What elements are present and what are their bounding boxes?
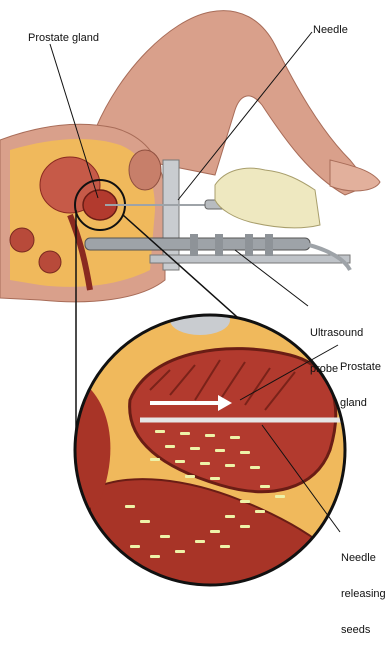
seed-21 <box>240 525 250 528</box>
seed-20 <box>225 515 235 518</box>
seed-8 <box>240 451 250 454</box>
seed-12 <box>225 464 235 467</box>
label-needle: Needle <box>313 24 348 36</box>
seed-19 <box>255 510 265 513</box>
scrotum <box>129 150 161 190</box>
label-prostate-zoom-line1: Prostate <box>340 361 381 373</box>
seed-30 <box>150 555 160 558</box>
label-needle-seeds-line2: releasing <box>341 588 386 600</box>
label-prostate-gland-top: Prostate gland <box>28 32 99 44</box>
seed-5 <box>165 445 175 448</box>
seed-14 <box>185 475 195 478</box>
seed-15 <box>210 477 220 480</box>
label-prostate-gland-zoom: Prostate gland <box>340 337 381 421</box>
label-prostate-zoom-line2: gland <box>340 397 381 409</box>
bowel-loop-2 <box>39 251 61 273</box>
seed-24 <box>220 545 230 548</box>
seed-7 <box>215 449 225 452</box>
seed-25 <box>175 550 185 553</box>
seed-17 <box>275 495 285 498</box>
label-needle-seeds-line3: seeds <box>341 624 386 636</box>
seed-2 <box>180 432 190 435</box>
bowel-loop-1 <box>10 228 34 252</box>
stepper-knob-1 <box>190 234 198 256</box>
seed-29 <box>130 545 140 548</box>
seed-13 <box>250 466 260 469</box>
label-needle-releasing-seeds: Needle releasing seeds <box>341 528 386 648</box>
seed-11 <box>200 462 210 465</box>
seed-9 <box>150 458 160 461</box>
stepper-knob-2 <box>215 234 223 256</box>
seed-28 <box>125 505 135 508</box>
seed-23 <box>195 540 205 543</box>
label-needle-seeds-line1: Needle <box>341 552 386 564</box>
gloved-hand <box>215 168 320 228</box>
seed-4 <box>230 436 240 439</box>
stepper-knob-3 <box>245 234 253 256</box>
seed-16 <box>260 485 270 488</box>
foot <box>330 160 380 191</box>
seed-26 <box>160 535 170 538</box>
brachytherapy-illustration <box>0 0 389 587</box>
seed-1 <box>155 430 165 433</box>
seed-22 <box>210 530 220 533</box>
stepper-knob-4 <box>265 234 273 256</box>
seed-3 <box>205 434 215 437</box>
seed-18 <box>240 500 250 503</box>
seed-10 <box>175 460 185 463</box>
seed-6 <box>190 447 200 450</box>
seed-27 <box>140 520 150 523</box>
